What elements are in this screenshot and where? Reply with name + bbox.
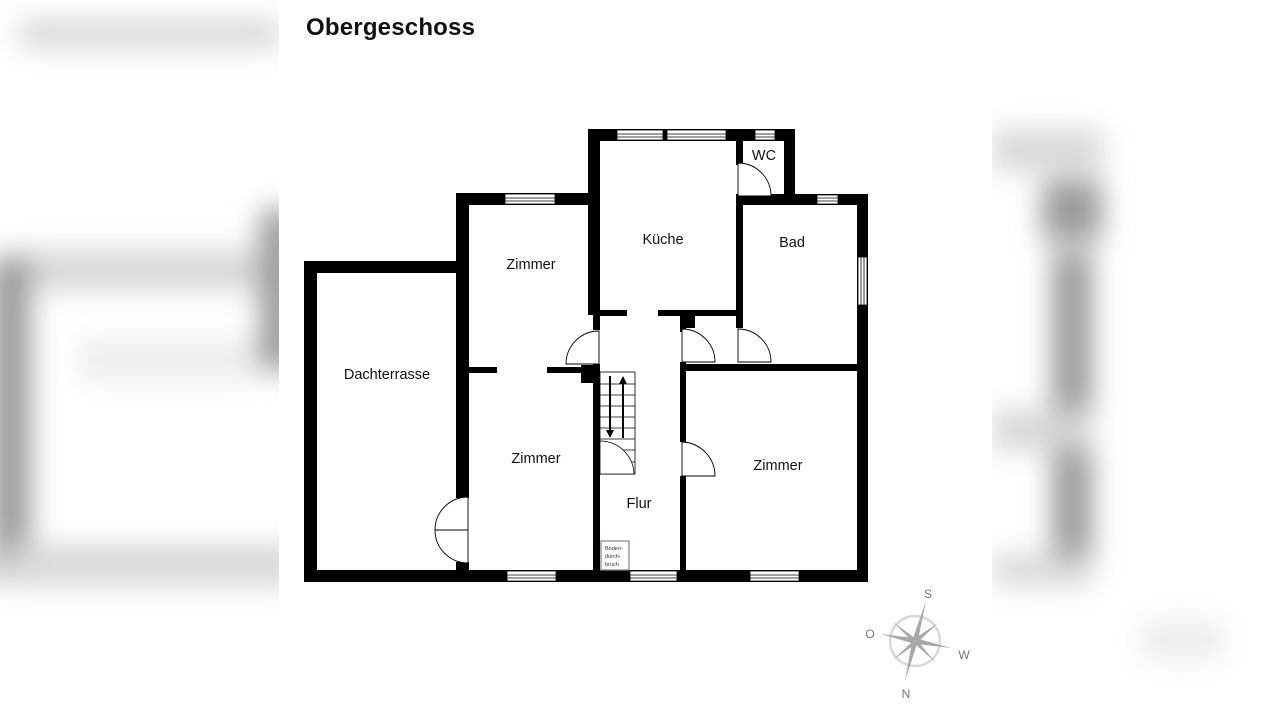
room-label-kueche: Küche <box>642 232 683 248</box>
annotation-text: bruch <box>605 562 619 568</box>
page-title: Obergeschoss <box>306 14 476 41</box>
blurred-background-right <box>992 0 1272 715</box>
room-label-wc: WC <box>752 148 776 164</box>
room-label-dachterrasse: Dachterrasse <box>344 367 430 383</box>
doors <box>434 162 772 564</box>
compass-label-w: W <box>958 648 970 662</box>
compass-rose-icon: S O W N <box>865 587 970 701</box>
room-label-zimmer-nw: Zimmer <box>506 257 555 273</box>
compass-label-n: N <box>902 687 911 701</box>
stair-arrows <box>606 376 627 438</box>
bodendurchbruch-box: Boden- durch- bruch <box>600 540 630 571</box>
floor-plan-page: Obergeschoss <box>279 0 992 715</box>
windows <box>504 129 868 582</box>
room-label-zimmer-w: Zimmer <box>511 451 560 467</box>
blurred-background-left <box>0 0 279 715</box>
compass-label-s: S <box>924 587 932 601</box>
annotation-text: Boden- <box>605 546 623 552</box>
room-label-flur: Flur <box>627 496 652 512</box>
annotation-text: durch- <box>605 554 621 560</box>
window <box>504 129 868 582</box>
compass-label-o: O <box>865 627 874 641</box>
stairs <box>599 371 636 475</box>
room-label-zimmer-e: Zimmer <box>753 458 802 474</box>
floor-plan: Boden- durch- bruch Küche WC Bad Zimmer … <box>304 129 970 701</box>
room-label-bad: Bad <box>779 235 805 251</box>
